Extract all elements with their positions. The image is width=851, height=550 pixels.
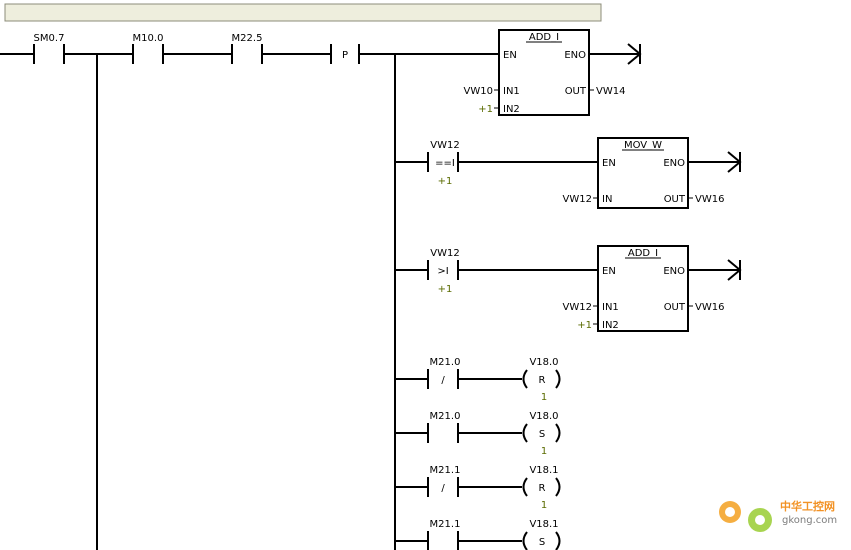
edge-label: P [342, 50, 348, 61]
coil-rung-4: M21.1 V18.1 S [395, 519, 561, 550]
coil-label: V18.0 [529, 357, 558, 368]
compare-operator: >I [437, 266, 448, 277]
watermark-chinese: 中华工控网 [780, 499, 835, 513]
contact-label: M21.1 [430, 465, 461, 476]
operand-out[interactable]: VW14 [596, 86, 625, 97]
positive-edge-contact[interactable]: P [330, 44, 360, 64]
watermark-site: gkong.com [782, 515, 837, 526]
coil-symbol: S [539, 537, 545, 548]
coil-rung-3: M21.1 / V18.1 R 1 [395, 465, 561, 511]
compare-operand: VW12 [430, 140, 459, 151]
contact-label: M21.0 [430, 357, 461, 368]
coil-label: V18.0 [529, 411, 558, 422]
mov-w-block[interactable]: MOV_W EN ENO IN OUT [597, 137, 689, 209]
coil-count: 1 [541, 446, 547, 457]
in1-pin: IN1 [602, 302, 619, 313]
block-title: MOV_W [624, 140, 662, 151]
contact-label: SM0.7 [34, 33, 65, 44]
coil-label: V18.1 [529, 519, 558, 530]
set-coil-v18-0[interactable]: V18.0 S 1 [522, 411, 561, 457]
in2-pin: IN2 [602, 320, 619, 331]
contact-m21-0-negated[interactable]: M21.0 / [427, 357, 461, 389]
operand-out[interactable]: VW16 [695, 302, 724, 313]
eno-arrow-icon [727, 259, 742, 281]
contact-symbol: / [441, 483, 445, 494]
gkong-watermark: 中华工控网 gkong.com [719, 499, 837, 532]
eno-pin: ENO [663, 266, 685, 277]
coil-symbol: R [539, 375, 546, 386]
contact-m22-5[interactable]: M22.5 [231, 33, 263, 64]
operand-in1[interactable]: VW12 [563, 302, 592, 313]
coil-symbol: R [539, 483, 546, 494]
contact-label: M10.0 [133, 33, 164, 44]
in2-pin: IN2 [503, 104, 520, 115]
compare-operator: ==I [435, 158, 455, 169]
operand-in2[interactable]: +1 [577, 320, 592, 331]
coil-label: V18.1 [529, 465, 558, 476]
contact-sm0-7[interactable]: SM0.7 [33, 33, 65, 64]
operand-in2[interactable]: +1 [478, 104, 493, 115]
coil-count: 1 [541, 392, 547, 403]
contact-m21-0[interactable]: M21.0 [427, 411, 461, 443]
out-pin: OUT [664, 194, 686, 205]
out-pin: OUT [565, 86, 587, 97]
en-pin: EN [602, 158, 616, 169]
block-title: ADD_I [529, 32, 559, 43]
eno-pin: ENO [663, 158, 685, 169]
contact-symbol: / [441, 375, 445, 386]
contact-label: M22.5 [232, 33, 263, 44]
operand-in1[interactable]: VW10 [464, 86, 493, 97]
network-comment-bar[interactable] [4, 3, 602, 22]
coil-rung-1: M21.0 / V18.0 R 1 [395, 357, 561, 403]
compare-constant: +1 [438, 176, 453, 187]
eno-pin: ENO [564, 50, 586, 61]
set-coil-v18-1[interactable]: V18.1 S [522, 519, 561, 550]
block-title: ADD_I [628, 248, 658, 259]
coil-count: 1 [541, 500, 547, 511]
compare-eq-contact[interactable]: VW12 ==I +1 [427, 140, 460, 187]
compare-operand: VW12 [430, 248, 459, 259]
en-pin: EN [602, 266, 616, 277]
contact-m10-0[interactable]: M10.0 [132, 33, 164, 64]
in1-pin: IN1 [503, 86, 520, 97]
out-pin: OUT [664, 302, 686, 313]
coil-rung-2: M21.0 V18.0 S 1 [395, 411, 561, 457]
in-pin: IN [602, 194, 612, 205]
contact-m21-1-negated[interactable]: M21.1 / [427, 465, 461, 497]
add-i-block-1[interactable]: ADD_I EN ENO IN1 IN2 OUT [498, 29, 590, 116]
en-pin: EN [503, 50, 517, 61]
coil-symbol: S [539, 429, 545, 440]
operand-out[interactable]: VW16 [695, 194, 724, 205]
operand-in[interactable]: VW12 [563, 194, 592, 205]
contact-label: M21.0 [430, 411, 461, 422]
compare-gt-contact[interactable]: VW12 >I +1 [427, 248, 460, 295]
reset-coil-v18-1[interactable]: V18.1 R 1 [522, 465, 561, 511]
reset-coil-v18-0[interactable]: V18.0 R 1 [522, 357, 561, 403]
gear-icon [719, 501, 772, 532]
compare-constant: +1 [438, 284, 453, 295]
add-i-block-2[interactable]: ADD_I EN ENO IN1 IN2 OUT [597, 245, 689, 332]
eno-arrow-icon [727, 151, 742, 173]
eno-arrow-icon [627, 43, 642, 65]
contact-label: M21.1 [430, 519, 461, 530]
contact-m21-1[interactable]: M21.1 [427, 519, 461, 550]
